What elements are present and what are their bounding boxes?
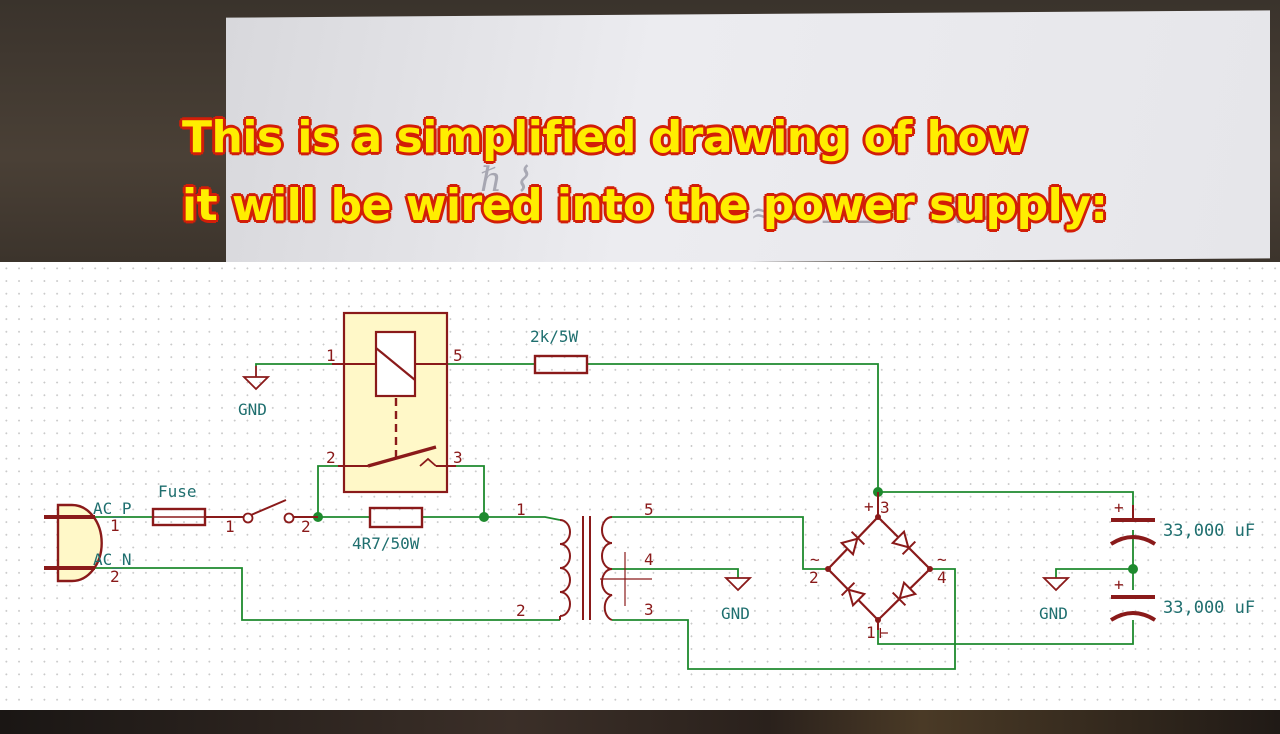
wire-trafo5-bridge2 <box>612 516 828 570</box>
caption-line-2: it will be wired into the power supply: <box>182 180 1108 231</box>
resistor-body <box>368 506 424 529</box>
switch-contact-1 <box>242 512 254 524</box>
transformer-pin-1: 1 <box>516 500 526 519</box>
paper-scribble: ≈ ∠ ⊐ ⊐ ∠ ⌇ ∇ ∠ <box>750 196 1004 231</box>
schematic-diagram: AC_P 1 AC_N 2 Fuse 1 2 <box>44 311 1255 670</box>
wire-gnd-relay <box>255 363 332 366</box>
capacitor-top-label: 33,000 uF <box>1163 521 1255 541</box>
junctions <box>313 487 1138 574</box>
switch-lever <box>250 499 287 516</box>
resistor-2k-label: 2k/5W <box>530 327 579 346</box>
relay-pin-5: 5 <box>453 346 463 365</box>
gnd-symbol-relay: GND <box>238 366 271 419</box>
transformer-pin-3: 3 <box>644 600 654 619</box>
capacitor-bottom: + 33,000 uF <box>1109 575 1255 622</box>
gnd-icon <box>241 376 271 391</box>
background-photo: ℏ ⌇ ≈ ∠ ⊐ ⊐ ∠ ⌇ ∇ ∠ This is a simplified… <box>0 0 1280 262</box>
switch-pin-1: 1 <box>225 517 235 536</box>
capacitor-plate-neg <box>1109 611 1157 622</box>
bridge-pin-3: 3 <box>880 498 890 517</box>
relay-pin-3: 3 <box>453 448 463 467</box>
bridge-pin-2: 2 <box>809 568 819 587</box>
wire-trafo3-bridge4 <box>612 568 956 670</box>
capacitor-bottom-label: 33,000 uF <box>1163 598 1255 618</box>
bridge-diodes <box>839 529 918 608</box>
wire-resistor-bridge <box>588 363 879 492</box>
gnd-symbol-transformer: GND <box>721 577 753 623</box>
gnd-icon <box>723 577 753 592</box>
switch-contact-2 <box>283 512 295 524</box>
caption-overlay: This is a simplified drawing of how it w… <box>182 104 1108 240</box>
junction-dot <box>479 512 489 522</box>
diode-icon <box>839 530 866 557</box>
transformer-secondary-winding-a <box>601 516 613 570</box>
fuse: Fuse <box>151 482 207 527</box>
wire-bridge-minus-cap <box>877 620 1134 645</box>
junction-dot <box>1128 564 1138 574</box>
schematic-panel: AC_P 1 AC_N 2 Fuse 1 2 <box>0 262 1280 710</box>
capacitor-plate-neg <box>1109 535 1157 546</box>
transformer <box>559 516 652 621</box>
wire-bridge-plus-cap <box>878 491 1134 505</box>
relay-contact-3 <box>419 457 437 467</box>
bridge-tilde-left: ~ <box>810 550 820 569</box>
bridge-tilde-right: ~ <box>937 550 947 569</box>
relay-armature <box>367 445 437 468</box>
gnd-label: GND <box>721 604 750 623</box>
relay: 1 5 2 3 <box>326 311 463 494</box>
wire-acn-transformer <box>95 567 560 621</box>
connector-pin-2-number: 2 <box>110 567 120 586</box>
resistor-body <box>533 354 589 375</box>
transformer-pin-5: 5 <box>644 500 654 519</box>
connector-body <box>56 503 103 583</box>
transformer-secondary-winding-b <box>601 568 613 621</box>
net-label-ac-p: AC_P <box>93 499 132 518</box>
switch-pin-2: 2 <box>301 517 311 536</box>
gnd-label: GND <box>1039 604 1068 623</box>
bridge-plus-mark: + <box>864 497 874 516</box>
background-desk-strip <box>0 710 1280 734</box>
capacitor-polarity-mark: + <box>1114 498 1124 517</box>
resistor-2k: 2k/5W <box>530 327 589 375</box>
gnd-icon <box>1041 577 1071 592</box>
transformer-pin-2: 2 <box>516 601 526 620</box>
resistor-4r7-label: 4R7/50W <box>352 534 420 553</box>
relay-coil-diagonal <box>375 347 416 381</box>
relay-pin-1: 1 <box>326 346 336 365</box>
wire-relay-pin2 <box>317 465 338 517</box>
bridge-minus-mark: ⊢ <box>879 623 889 642</box>
capacitor-top: + 33,000 uF <box>1109 498 1255 546</box>
caption-line-1: This is a simplified drawing of how <box>182 112 1028 163</box>
bridge-rectifier: + 3 ~ 2 ~ 4 1 ⊢ <box>809 492 947 642</box>
fuse-label: Fuse <box>158 482 197 501</box>
wire-bypass-transformer <box>422 516 561 521</box>
transformer-primary-winding <box>559 519 571 617</box>
diode-icon <box>891 580 918 607</box>
bridge-pin-1: 1 <box>866 623 876 642</box>
gnd-symbol-caps: GND <box>1039 577 1071 623</box>
capacitor-polarity-mark: + <box>1114 575 1124 594</box>
power-switch: 1 2 <box>206 499 318 536</box>
bridge-outline <box>826 515 932 622</box>
relay-pin-2: 2 <box>326 448 336 467</box>
wire-relay-pin3 <box>456 465 485 517</box>
gnd-label: GND <box>238 400 267 419</box>
diode-icon <box>840 581 867 608</box>
wire-trafo4-gnd <box>612 568 739 578</box>
bridge-pin-4: 4 <box>937 568 947 587</box>
paper-scribble: ℏ ⌇ <box>480 160 530 200</box>
net-label-ac-n: AC_N <box>93 550 132 569</box>
diode-icon <box>890 529 917 556</box>
ac-inlet-connector: AC_P 1 AC_N 2 <box>44 499 132 586</box>
wire-gnd-cap-mid <box>1055 568 1133 578</box>
resistor-4r7: 4R7/50W <box>352 506 424 553</box>
connector-pin-1-number: 1 <box>110 516 120 535</box>
transformer-pin-4: 4 <box>644 550 654 569</box>
